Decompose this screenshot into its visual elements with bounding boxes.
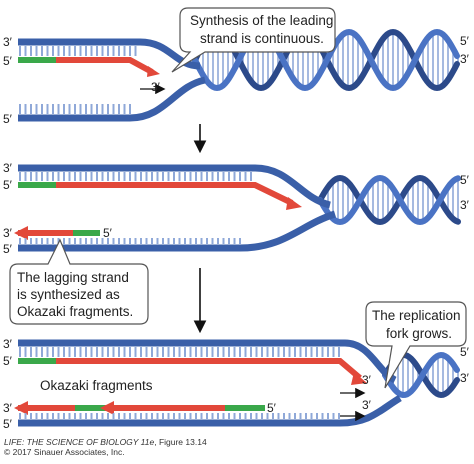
okazaki-fragments-label: Okazaki fragments	[40, 378, 153, 393]
rna-primer	[75, 405, 105, 411]
label-5prime: 5′	[460, 173, 470, 187]
top-template-strand	[18, 164, 331, 209]
top-template-strand	[18, 38, 201, 70]
leading-strand-arrowhead	[286, 197, 302, 210]
helix-2	[317, 174, 461, 226]
label-3prime: 3′	[362, 398, 372, 412]
rungs-bottom-1	[19, 104, 131, 114]
copyright: © 2017 Sinauer Associates, Inc.	[4, 447, 125, 457]
rungs-top-3	[19, 347, 340, 357]
callout-line: is synthesized as	[17, 287, 120, 302]
label-3prime: 3′	[3, 337, 13, 351]
figure-number: , Figure 13.14	[154, 437, 207, 447]
rna-primer	[18, 57, 56, 63]
label-5prime: 5′	[3, 242, 13, 256]
leading-strand	[56, 57, 154, 75]
label-5prime: 5′	[3, 54, 13, 68]
rna-primer	[73, 230, 100, 236]
helix-strand-front	[317, 174, 461, 226]
lagging-arrowhead	[100, 401, 114, 415]
panel-2: 3′ 5′ 3′ 5′ 5′ 5′ 3′ The lagging strand …	[3, 161, 470, 325]
book-title: LIFE: THE SCIENCE OF BIOLOGY 11e	[4, 437, 155, 447]
okazaki-fragment-dna	[18, 230, 73, 236]
label-3prime: 3′	[3, 401, 13, 415]
label-5prime: 5′	[460, 34, 470, 48]
panel-1: 3′ 5′ 5′ 3′ 5′ 3′ Synthesis of the leadi…	[3, 7, 470, 126]
rna-primer	[225, 405, 265, 411]
callout-leading-strand: Synthesis of the leading strand is conti…	[171, 7, 336, 73]
label-3prime: 3′	[3, 35, 13, 49]
leading-strand	[56, 358, 362, 381]
label-3prime-new: 3′	[151, 80, 161, 94]
callout-line: The replication	[372, 308, 461, 323]
bottom-template-strand	[18, 394, 402, 427]
rungs-top-2	[19, 172, 252, 181]
label-5prime: 5′	[267, 401, 277, 415]
label-5prime: 5′	[3, 112, 13, 126]
callout-line: The lagging strand	[17, 270, 129, 285]
bottom-template-strand	[18, 76, 206, 122]
okazaki-fragment-dna	[105, 405, 225, 411]
label-5prime: 5′	[3, 417, 13, 431]
panel-3: 3′ 5′ 3′ 5′ 5′ 3′ 3′ 5′ 3′ Okazaki fragm…	[3, 301, 470, 431]
rna-primer	[18, 182, 56, 188]
rungs-bottom-3	[19, 413, 340, 419]
helix-strand-front	[382, 351, 460, 399]
figure-caption: LIFE: THE SCIENCE OF BIOLOGY 11e, Figure…	[4, 437, 304, 457]
callout-fork-grows: The replication fork grows.	[365, 301, 467, 389]
rungs-top-1	[19, 46, 137, 56]
label-5prime: 5′	[460, 345, 470, 359]
helix-strand-back	[317, 174, 461, 226]
leading-strand-arrowhead	[147, 66, 160, 77]
label-3prime: 3′	[460, 198, 470, 212]
rungs-bottom-2	[19, 238, 241, 244]
leading-strand-arrowhead	[351, 372, 367, 385]
lagging-arrowhead	[14, 226, 28, 240]
leading-strand	[56, 182, 294, 206]
okazaki-fragment-dna	[18, 405, 75, 411]
label-5prime: 5′	[3, 178, 13, 192]
callout-line: Okazaki fragments.	[17, 304, 133, 319]
callout-lagging-strand: The lagging strand is synthesized as Oka…	[9, 238, 149, 325]
callout-line: strand is continuous.	[200, 31, 324, 46]
lagging-arrowhead	[14, 401, 28, 415]
helix-strand-front	[192, 28, 460, 92]
label-3prime: 3′	[3, 226, 13, 240]
label-5prime: 5′	[3, 354, 13, 368]
label-3prime: 3′	[460, 52, 470, 66]
label-3prime: 3′	[362, 373, 372, 387]
label-5prime: 5′	[103, 226, 113, 240]
callout-line: fork grows.	[386, 326, 452, 341]
label-3prime: 3′	[460, 371, 470, 385]
rna-primer	[18, 358, 56, 364]
label-3prime: 3′	[3, 161, 13, 175]
bottom-template-strand	[18, 210, 337, 252]
callout-line: Synthesis of the leading	[190, 13, 333, 28]
